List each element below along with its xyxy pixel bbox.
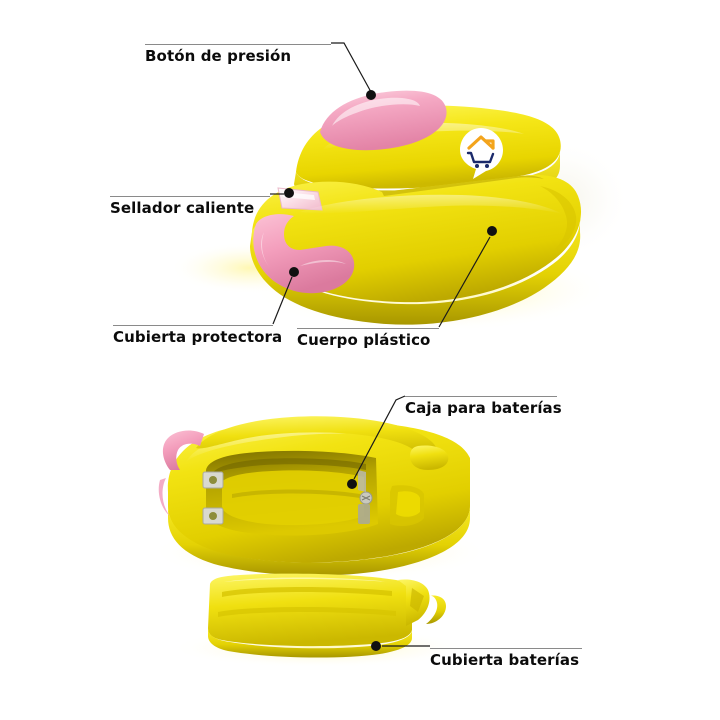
callout-label-cubierta-baterias: Cubierta baterías xyxy=(430,651,580,669)
underside-pink-edge xyxy=(162,430,204,470)
callout-boton-presion: Botón de presión xyxy=(145,44,331,65)
callout-label-boton-presion: Botón de presión xyxy=(145,47,292,65)
lower-jaw-side xyxy=(250,212,581,325)
press-button-highlight xyxy=(332,97,420,126)
callout-rule xyxy=(405,396,557,397)
battery-cover-lip xyxy=(208,628,412,658)
callout-rule xyxy=(113,325,273,326)
press-button xyxy=(320,90,447,151)
cavity-floor xyxy=(222,470,364,526)
callout-cubierta-protectora: Cubierta protectora xyxy=(113,325,282,346)
lower-jaw-highlight xyxy=(300,194,562,214)
underside-rim xyxy=(168,506,470,576)
rear-hinge xyxy=(540,186,577,256)
protective-cover xyxy=(253,214,355,294)
cover-clip-wing xyxy=(426,595,446,624)
callout-rule xyxy=(297,328,439,329)
callout-label-cuerpo-plastico: Cuerpo plástico xyxy=(297,331,431,349)
cover-highlight xyxy=(224,577,390,582)
callout-label-sellador-caliente: Sellador caliente xyxy=(110,199,255,217)
callout-caja-baterias: Caja para baterías xyxy=(405,396,562,417)
callout-rule xyxy=(110,196,270,197)
terminal-block xyxy=(358,504,370,524)
callout-rule xyxy=(430,648,582,649)
cover-ridge-1 xyxy=(222,586,392,597)
rear-tab xyxy=(410,445,449,470)
callout-label-caja-baterias: Caja para baterías xyxy=(405,399,562,417)
callout-sellador-caliente: Sellador caliente xyxy=(110,196,270,217)
spring-contact xyxy=(358,470,366,492)
heat-sealer-strip xyxy=(277,187,323,211)
hinge-gap xyxy=(382,175,544,196)
battery-rib xyxy=(232,489,360,498)
callout-cuerpo-plastico: Cuerpo plástico xyxy=(297,328,439,349)
callout-cubierta-baterias: Cubierta baterías xyxy=(430,648,582,669)
callout-rule xyxy=(145,44,331,45)
callout-label-cubierta-protectora: Cubierta protectora xyxy=(113,328,283,346)
cover-ridge-2 xyxy=(218,606,396,617)
